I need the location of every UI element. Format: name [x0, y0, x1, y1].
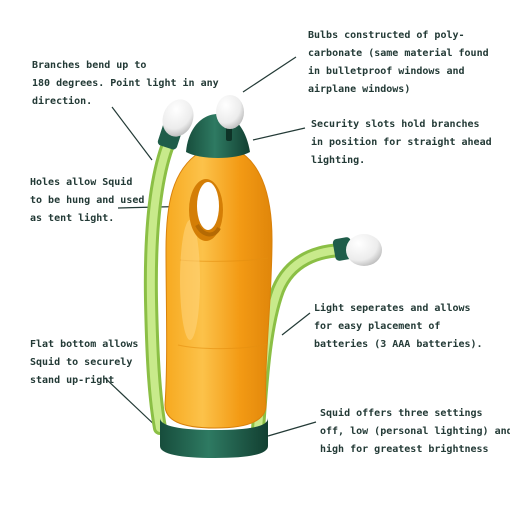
leader-line-settings [267, 421, 317, 437]
callout-flat-bottom: Flat bottom allows Squid to securely sta… [30, 339, 139, 386]
callout-holes: Holes allow Squid to be hung and used as… [30, 177, 145, 224]
left-bulb-assembly [157, 99, 194, 150]
callout-settings: Squid offers three settings off, low (pe… [320, 408, 510, 455]
leader-line-security [252, 127, 306, 141]
flat-bottom-base [160, 418, 268, 458]
top-bulb [216, 95, 244, 129]
callout-security-slots: Security slots hold branches in position… [311, 119, 492, 166]
security-slot [226, 125, 232, 141]
leader-line-branches [111, 106, 153, 161]
left-bulb [162, 99, 194, 137]
callout-bulbs: Bulbs constructed of poly- carbonate (sa… [308, 30, 489, 95]
leader-line-light-separates [281, 312, 311, 336]
leader-line-flat-bottom [104, 377, 161, 431]
callout-branches: Branches bend up to 180 degrees. Point l… [32, 60, 219, 107]
body-highlight [180, 220, 200, 340]
left-branch [143, 135, 176, 435]
right-bulb [346, 234, 382, 266]
callout-light-separates: Light seperates and allows for easy plac… [314, 303, 483, 350]
hang-hole [189, 179, 223, 241]
leader-lines [104, 56, 317, 437]
leader-line-bulbs [242, 56, 297, 93]
